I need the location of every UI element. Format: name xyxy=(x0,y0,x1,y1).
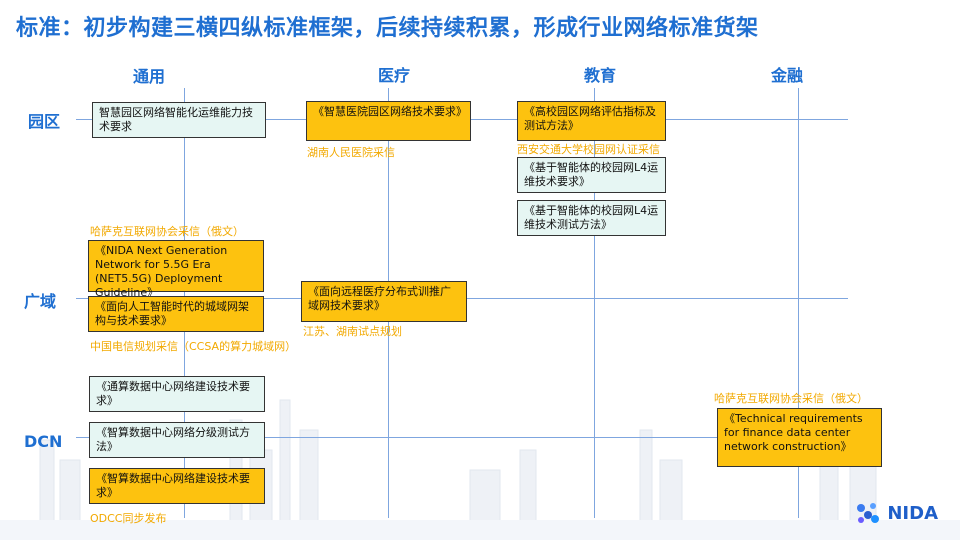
standard-box-ai-dc-build: 《智算数据中心网络建设技术要求》 xyxy=(89,468,265,504)
standard-box-agent-l4-ops: 《基于智能体的校园网L4运维技术要求》 xyxy=(517,157,666,193)
adoption-note-kazakh-1: 哈萨克互联网协会采信（俄文） xyxy=(90,225,244,238)
adoption-note-hunan-hospital: 湖南人民医院采信 xyxy=(307,146,395,159)
standard-box-ai-metro: 《面向人工智能时代的城域网架构与技术要求》 xyxy=(88,296,264,332)
standard-box-net55g: 《NIDA Next Generation Network for 5.5G E… xyxy=(88,240,264,299)
nida-logo: NIDA xyxy=(855,500,938,526)
row-header-wan: 广域 xyxy=(24,292,57,311)
adoption-note-china-telecom: 中国电信规划采信（CCSA的算力城域网） xyxy=(90,340,297,353)
column-header-education: 教育 xyxy=(584,66,617,85)
grid-line-education xyxy=(594,88,595,518)
column-header-finance: 金融 xyxy=(771,66,804,85)
standard-box-agent-l4-test: 《基于智能体的校园网L4运维技术测试方法》 xyxy=(517,200,666,236)
page-title: 标准：初步构建三横四纵标准框架，后续持续积累，形成行业网络标准货架 xyxy=(16,16,759,41)
standard-box-ai-dc-test: 《智算数据中心网络分级测试方法》 xyxy=(89,422,265,458)
standard-box-hospital-campus: 《智慧医院园区网络技术要求》 xyxy=(306,101,471,141)
adoption-note-jiangsu-hunan: 江苏、湖南试点规划 xyxy=(303,325,402,338)
standard-box-finance-dc: 《Technical requirements for finance data… xyxy=(717,408,882,467)
column-header-general: 通用 xyxy=(133,67,166,86)
grid-line-finance xyxy=(798,88,799,518)
standard-box-university-campus: 《高校园区网络评估指标及测试方法》 xyxy=(517,101,666,141)
standard-box-general-dc-build: 《通算数据中心网络建设技术要求》 xyxy=(89,376,265,412)
standard-box-remote-medical-wan: 《面向远程医疗分布式训推广域网技术要求》 xyxy=(301,281,467,322)
nida-logo-text: NIDA xyxy=(887,502,938,524)
standard-box-campus-ops: 智慧园区网络智能化运维能力技术要求 xyxy=(92,102,266,138)
column-header-medical: 医疗 xyxy=(378,66,411,85)
row-header-campus: 园区 xyxy=(28,112,61,131)
grid-line-dcn xyxy=(76,437,848,438)
adoption-note-odcc: ODCC同步发布 xyxy=(90,512,167,525)
nida-logo-icon xyxy=(857,503,880,523)
adoption-note-kazakh-2: 哈萨克互联网协会采信（俄文） xyxy=(714,392,868,405)
row-header-dcn: DCN xyxy=(24,432,63,451)
adoption-note-xjtu: 西安交通大学校园网认证采信 xyxy=(517,143,660,156)
